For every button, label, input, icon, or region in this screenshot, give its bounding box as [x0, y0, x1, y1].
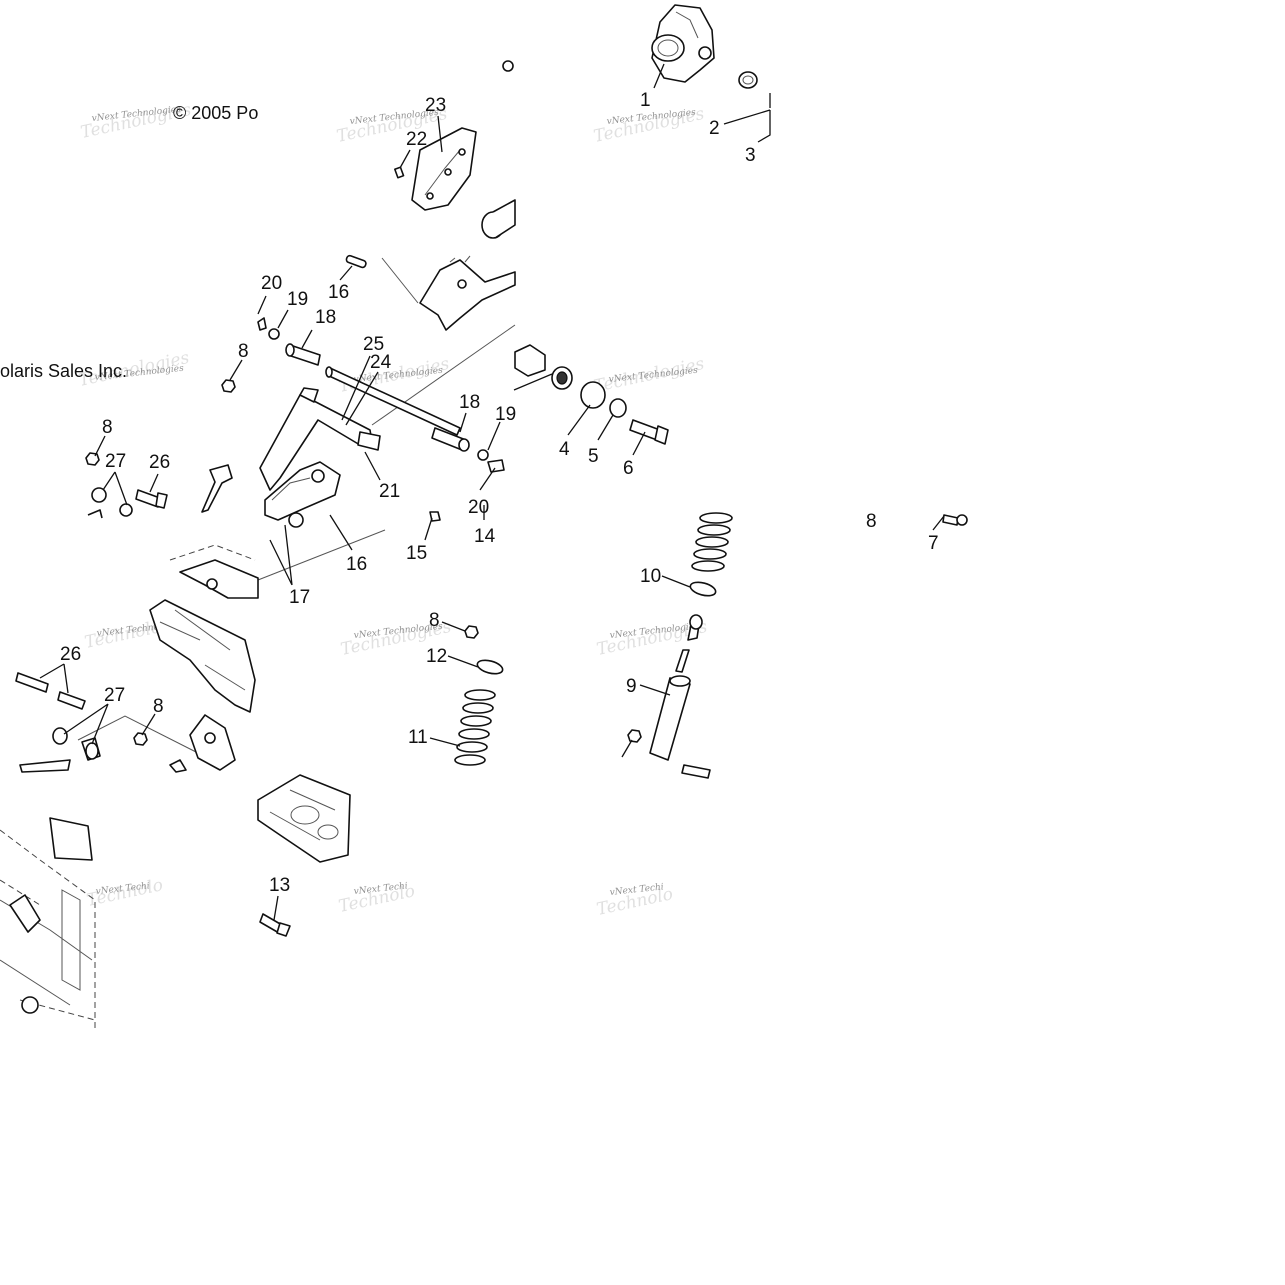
callout-14: 14	[474, 526, 496, 547]
callout-20: 20	[468, 497, 489, 518]
spring-retainer-part	[476, 659, 504, 675]
watermark-layer: Technologies vNext Technologies Technolo…	[77, 100, 709, 920]
callout-12: 12	[426, 646, 447, 667]
callout-17: 17	[289, 587, 310, 608]
hub-nut-part	[738, 71, 758, 89]
bushing-part	[87, 487, 133, 519]
assembly-line	[381, 257, 419, 304]
callout-22: 22	[406, 129, 427, 150]
callout-3: 3	[745, 145, 756, 166]
bolt-part	[19, 759, 71, 773]
clip-part	[257, 317, 267, 331]
callout-26: 26	[149, 452, 170, 473]
callout-5: 5	[588, 446, 599, 467]
callout-19: 19	[287, 289, 308, 310]
upper-arm-part	[419, 255, 516, 331]
bushing-part	[52, 727, 68, 745]
callout-16: 16	[328, 282, 349, 303]
sleeve-part	[431, 427, 470, 452]
callout-labels: 1 2 3 4 5 6 7 8 8 8 8 8 9 10 11 12 13 14…	[60, 90, 939, 896]
nut-part	[627, 729, 642, 743]
link-rod-part	[201, 464, 233, 513]
nut-part	[133, 732, 148, 746]
bushing-part	[81, 737, 101, 761]
pivot-shaft-part	[325, 366, 461, 436]
coil-spring-part	[691, 512, 733, 572]
callout-8: 8	[153, 696, 164, 717]
bracket-part	[189, 714, 236, 771]
callout-24: 24	[370, 352, 392, 373]
callout-4: 4	[559, 439, 570, 460]
bolt-part	[629, 419, 669, 445]
bolt-part	[487, 459, 505, 473]
callout-10: 10	[640, 566, 661, 587]
bolt-part	[681, 764, 711, 779]
control-arm-part	[259, 387, 381, 528]
nut-part	[221, 379, 236, 393]
copyright-text-right: olaris Sales Inc.	[0, 361, 127, 381]
callout-25: 25	[363, 334, 384, 355]
callout-7: 7	[928, 533, 939, 554]
callout-18: 18	[459, 392, 480, 413]
copyright-text-left: © 2005 Po	[173, 103, 258, 123]
skid-plate-part	[257, 774, 351, 863]
nut-part	[85, 452, 100, 466]
pin-part	[345, 254, 367, 269]
callout-9: 9	[626, 676, 637, 697]
callout-26: 26	[60, 644, 81, 665]
nut-part	[464, 625, 479, 639]
callout-15: 15	[406, 543, 427, 564]
coil-spring-part	[454, 689, 496, 766]
knuckle-hub-part	[651, 4, 715, 83]
screw-part	[394, 166, 405, 179]
shock-absorber-part	[649, 614, 703, 761]
assembly-line	[257, 529, 386, 581]
callout-8: 8	[238, 341, 249, 362]
spring-retainer-part	[689, 581, 717, 597]
callout-27: 27	[105, 451, 126, 472]
callout-27: 27	[104, 685, 125, 706]
bolt-part	[259, 913, 291, 937]
callout-23: 23	[425, 95, 446, 116]
frame-part	[0, 817, 96, 1028]
large-washer-part	[580, 381, 606, 409]
callout-2: 2	[709, 118, 720, 139]
nut-part	[169, 759, 187, 773]
sleeve-part	[285, 343, 321, 366]
bolt-part	[135, 489, 168, 509]
callout-11: 11	[408, 727, 428, 748]
leader-lines	[39, 63, 945, 921]
callout-19: 19	[495, 404, 516, 425]
frame-part	[149, 544, 259, 713]
callout-8: 8	[102, 417, 113, 438]
bolt-part	[942, 514, 968, 526]
skid-guard-part	[411, 127, 477, 211]
callout-6: 6	[623, 458, 634, 479]
callout-8: 8	[429, 610, 440, 631]
callout-1: 1	[640, 90, 651, 111]
washer-part	[609, 398, 627, 418]
washer-part	[268, 328, 280, 340]
callout-13: 13	[269, 875, 290, 896]
callout-8: 8	[866, 511, 877, 532]
callout-21: 21	[379, 481, 400, 502]
bolt-part	[15, 672, 86, 710]
callout-18: 18	[315, 307, 336, 328]
callout-16: 16	[346, 554, 367, 575]
callout-20: 20	[261, 273, 282, 294]
washer-part	[477, 449, 489, 461]
assembly-line	[371, 324, 516, 426]
bearing-part	[514, 344, 573, 390]
bushing-part	[481, 60, 516, 239]
assembly-line	[77, 715, 197, 753]
